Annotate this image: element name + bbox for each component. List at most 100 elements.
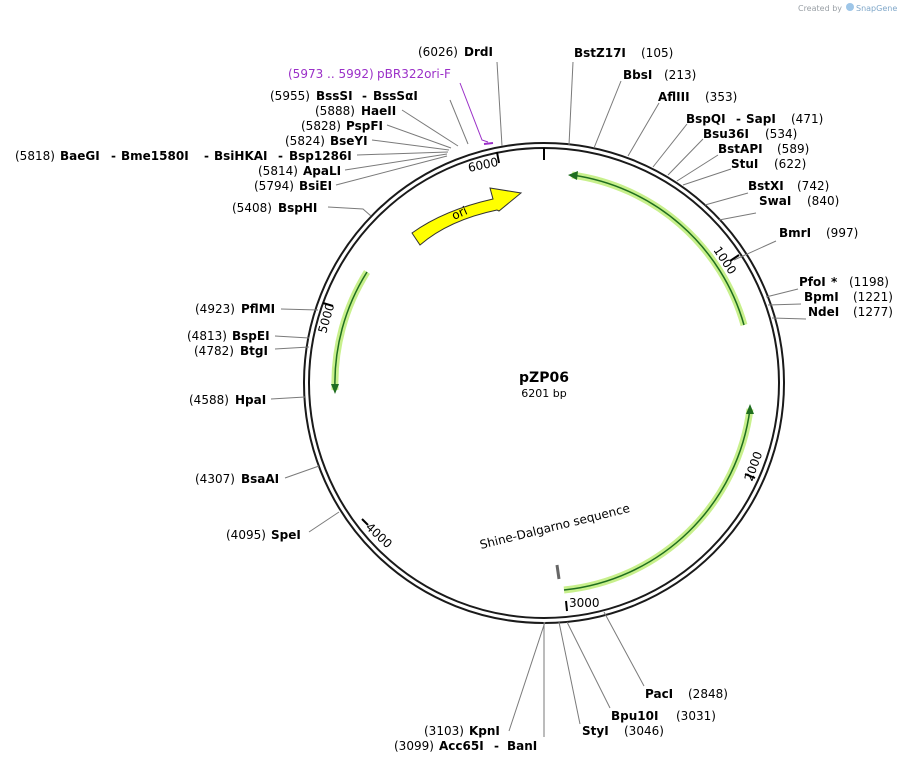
site-name-bsu36i: Bsu36I [703, 127, 749, 141]
site-name2-bme1580i: Bme1580I [121, 149, 189, 163]
site-pos-afliii: (353) [705, 90, 737, 104]
plasmid-size: 6201 bp [521, 387, 566, 400]
site-pos-bspqi: (471) [791, 112, 823, 126]
credit-brand: SnapGene [856, 4, 897, 13]
site-pos-ndei: (1277) [853, 305, 893, 319]
site-pos-acc65i: (3099) [394, 739, 434, 753]
site-name-spei: SpeI [271, 528, 301, 542]
site-dash-baegi-3: - [278, 149, 283, 163]
orf-right-top [568, 171, 748, 326]
plasmid-name: pZP06 [519, 370, 569, 386]
site-pos-kpni: (3103) [424, 724, 464, 738]
site-name-bstapi: BstAPI [718, 142, 763, 156]
site-name2-sapi: SapI [746, 112, 776, 126]
site-name-ndei: NdeI [808, 305, 839, 319]
site-pos-pflmi: (4923) [195, 302, 235, 316]
site-name2-bssssai: BssSαI [373, 89, 418, 103]
site-name-bseyi: BseYI [330, 134, 368, 148]
site-dash-bspqi: - [736, 112, 741, 126]
site-pos-styi: (3046) [624, 724, 664, 738]
site-pos-bsssi: (5955) [270, 89, 310, 103]
site-pos-pfoi: (1198) [849, 275, 889, 289]
orf-right-top-arrowhead [568, 171, 578, 180]
site-pos-haeii: (5888) [315, 104, 355, 118]
orf-right-bottom-arrowhead [746, 404, 754, 414]
tick-5000 [322, 302, 334, 307]
site-name-bspei: BspEI [232, 329, 270, 343]
site-name-bspqi: BspQI [686, 112, 726, 126]
site-pos-drdi: (6026) [418, 45, 458, 59]
site-name-bpu10i: Bpu10I [611, 709, 658, 723]
tick-4000 [361, 518, 369, 526]
site-pos-bstapi: (589) [777, 142, 809, 156]
site-dash-bsssi: - [362, 89, 367, 103]
site-pos-btgi: (4782) [194, 344, 234, 358]
site-pos-apali: (5814) [258, 164, 298, 178]
site-dash-acc65i: - [494, 739, 499, 753]
site-name-bmri: BmrI [779, 226, 811, 240]
site-name-swai: SwaI [759, 194, 791, 208]
ori-feature-arrow [411, 187, 523, 246]
tick-label-2000: 2000 [742, 450, 766, 483]
tick-1000 [729, 254, 740, 262]
site-name-bsiei: BsiEI [299, 179, 332, 193]
site-name-paci: PacI [645, 687, 673, 701]
tick-label-3000: 3000 [569, 596, 600, 610]
tick-2000 [744, 473, 756, 479]
site-pos-bmri: (997) [826, 226, 858, 240]
site-name4-bsp1286i: Bsp1286I [289, 149, 352, 163]
site-name-haeii: HaeII [361, 104, 396, 118]
primer-name: pBR322ori-F [377, 67, 451, 81]
site-leaders [270, 61, 807, 737]
primer-range: (5973 .. 5992) [288, 67, 374, 81]
site-pos-bseyi: (5824) [285, 134, 325, 148]
site-name-bstz17i: BstZ17I [574, 46, 626, 60]
shine-dalgarno-mark [555, 564, 561, 580]
orf-left-arrowhead [331, 384, 339, 394]
site-pos-spei: (4095) [226, 528, 266, 542]
tick-3000 [565, 600, 568, 612]
site-name-styi: StyI [582, 724, 609, 738]
site-pos-bsaai: (4307) [195, 472, 235, 486]
site-name-bsaai: BsaAI [241, 472, 279, 486]
site-pos-bpmi: (1221) [853, 290, 893, 304]
site-pos-bsphi: (5408) [232, 201, 272, 215]
shine-dalgarno-label: Shine-Dalgarno sequence [478, 501, 631, 552]
orf-right-bottom [563, 404, 754, 594]
site-name-bsssi: BssSI [316, 89, 353, 103]
tick-label-6000: 6000 [467, 155, 500, 175]
site-name-apali: ApaLI [303, 164, 341, 178]
site-name-bstxi: BstXI [748, 179, 784, 193]
site-name-pspfi: PspFI [346, 119, 383, 133]
tick-6000 [496, 151, 500, 164]
site-pos-bsu36i: (534) [765, 127, 797, 141]
site-pos-paci: (2848) [688, 687, 728, 701]
site-name-drdi: DrdI [464, 45, 493, 59]
site-pos-bstz17i: (105) [641, 46, 673, 60]
site-name2-bani: BanI [507, 739, 537, 753]
site-name-btgi: BtgI [240, 344, 268, 358]
ori-label: ori [450, 204, 470, 223]
site-name-pfoi: PfoI [799, 275, 826, 289]
site-name-acc65i: Acc65I [439, 739, 484, 753]
site-name-hpai: HpaI [235, 393, 266, 407]
site-name-baegi: BaeGI [60, 149, 100, 163]
site-pos-bstxi: (742) [797, 179, 829, 193]
site-pos-bspei: (4813) [187, 329, 227, 343]
site-pos-swai: (840) [807, 194, 839, 208]
site-name-bsphi: BspHI [278, 201, 317, 215]
site-pos-bbsi: (213) [664, 68, 696, 82]
site-name-bpmi: BpmI [804, 290, 839, 304]
site-pos-baegi: (5818) [15, 149, 55, 163]
site-pos-hpai: (4588) [189, 393, 229, 407]
site-name-afliii: AflIII [658, 90, 690, 104]
site-name-pflmi: PflMI [241, 302, 275, 316]
restriction-sites: (6026) DrdI BstZ17I (105) BbsI (213) Afl… [15, 45, 893, 753]
site-pos-pspfi: (5828) [301, 119, 341, 133]
credit-prefix: Created by [798, 4, 842, 13]
tick-label-5000: 5000 [315, 302, 337, 335]
site-name-kpni: KpnI [469, 724, 500, 738]
primer-leader [459, 82, 489, 143]
primer-mark [483, 142, 494, 145]
